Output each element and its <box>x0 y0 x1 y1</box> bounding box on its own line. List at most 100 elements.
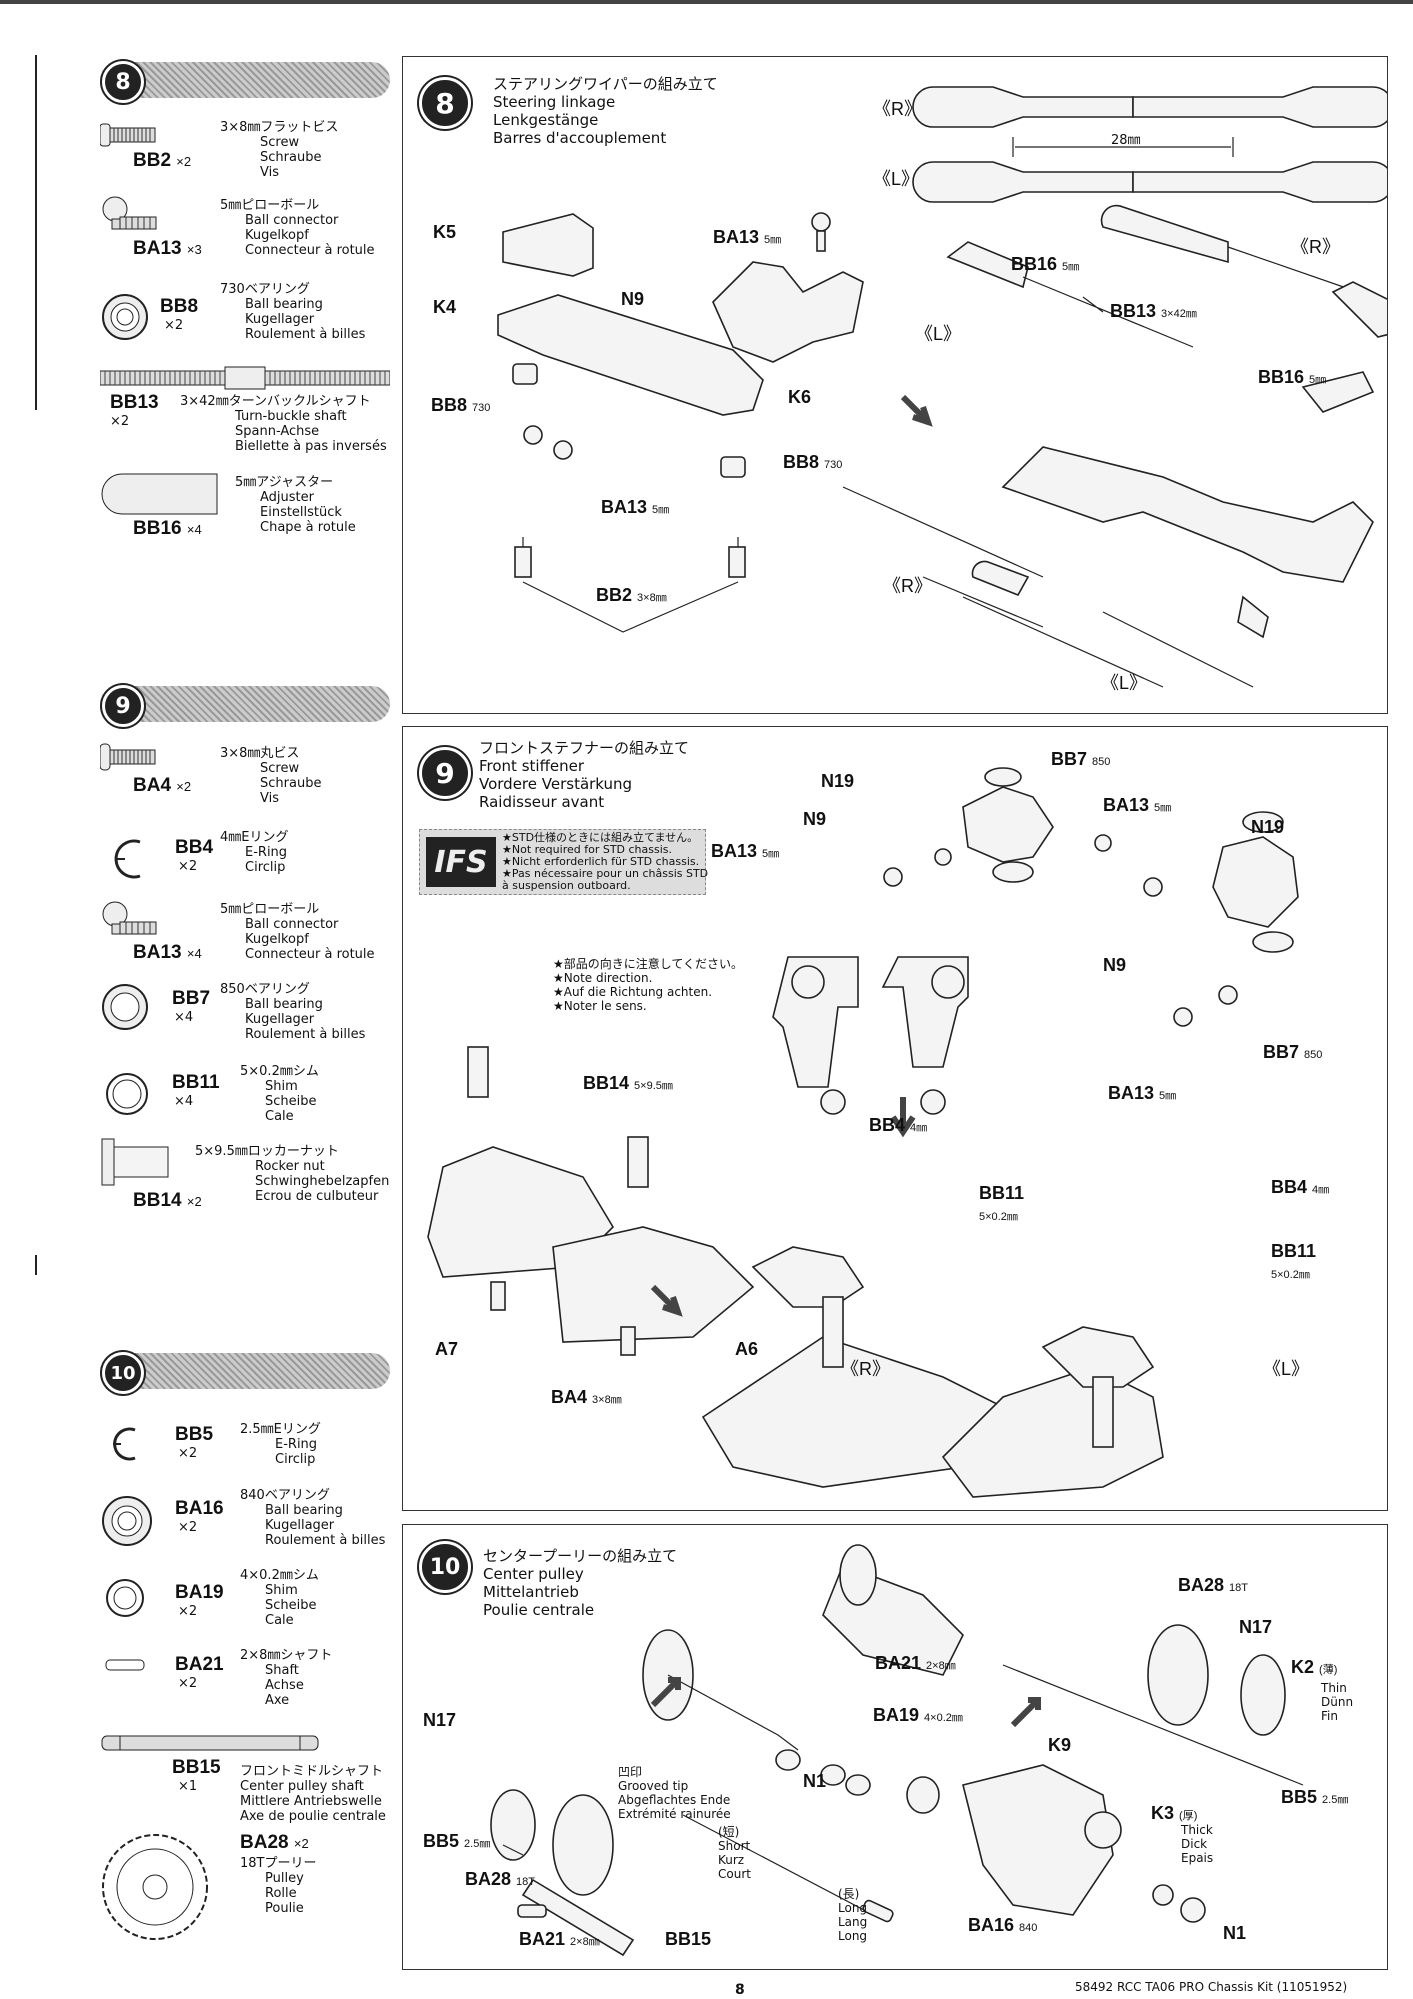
label-r-lower: 《R》 <box>883 576 932 596</box>
label-a7: A7 <box>435 1339 459 1359</box>
label-l: 《L》 <box>1263 1359 1310 1379</box>
step10-parts-number: 10 <box>102 1352 144 1394</box>
label-a6: A6 <box>735 1339 759 1359</box>
step9-number: 9 <box>419 747 471 799</box>
part-code-bb4: BB4 <box>175 837 214 858</box>
part-qty-ba16: ×2 <box>178 1520 198 1535</box>
label-n17-left: N17 <box>423 1710 457 1730</box>
label-l-gauge: 《L》 <box>873 169 920 189</box>
part-qty-bb11: ×4 <box>174 1094 194 1109</box>
part-code-bb14: BB14 ×2 <box>133 1190 202 1211</box>
bearing-icon <box>102 1496 152 1546</box>
shaft-icon <box>105 1659 145 1671</box>
label-n9-top: N9 <box>803 809 827 829</box>
screw-icon <box>100 123 156 147</box>
step10-diagram <box>490 1544 1304 1957</box>
page-number: 8 <box>735 1982 745 1998</box>
ifs-logo: IFS <box>426 837 496 887</box>
label-l-lower: 《L》 <box>1101 673 1148 693</box>
ball-connector-icon <box>102 196 157 230</box>
part-qty-bb15: ×1 <box>178 1779 198 1794</box>
part-code-ba13: BA13 ×4 <box>133 942 202 963</box>
page-top-border <box>0 0 1413 4</box>
label-ba28-left: BA28 18T <box>465 1869 536 1889</box>
part-code-bb13: BB13 <box>110 392 159 413</box>
label-bb15: BB15 <box>665 1929 712 1949</box>
label-ba28-top: BA28 18T <box>1178 1575 1249 1595</box>
label-k4: K4 <box>433 297 457 317</box>
label-bb5-right: BB5 2.5㎜ <box>1281 1787 1349 1807</box>
label-n1-bottom: N1 <box>1223 1923 1247 1943</box>
step9-diagram <box>427 767 1299 1498</box>
part-code-bb11: BB11 <box>172 1072 220 1093</box>
part-code-ba16: BA16 <box>175 1498 224 1519</box>
label-l-upper: 《L》 <box>915 324 962 344</box>
label-ba19: BA19 4×0.2㎜ <box>873 1705 963 1725</box>
rocker-nut-icon <box>101 1138 169 1186</box>
part-code-ba4: BA4 ×2 <box>133 775 192 796</box>
label-ba16: BA16 840 <box>968 1915 1038 1935</box>
step8-number: 8 <box>419 77 471 129</box>
part-code-bb2: BB2 ×2 <box>133 150 192 171</box>
label-n19-right: N19 <box>1251 817 1285 837</box>
label-k6: K6 <box>788 387 812 407</box>
label-bb8-right: BB8 730 <box>783 452 843 472</box>
e-ring-icon <box>113 1427 136 1461</box>
dimension-28mm: 28㎜ <box>1111 133 1141 148</box>
part-qty-ba19: ×2 <box>178 1604 198 1619</box>
label-bb7-top: BB7 850 <box>1051 749 1111 769</box>
label-ba13-bottom: BA13 5㎜ <box>1108 1083 1177 1103</box>
label-bb4-left: BB4 4㎜ <box>869 1115 928 1135</box>
ifs-note-box: IFS ★STD仕様のときには組み立てません。★Not required for… <box>419 829 708 895</box>
part-code-ba21: BA21 <box>175 1654 224 1675</box>
label-n9-right: N9 <box>1103 955 1127 975</box>
label-bb4-right: BB4 4㎜ <box>1271 1177 1330 1197</box>
label-n9: N9 <box>621 289 645 309</box>
label-k9: K9 <box>1048 1735 1072 1755</box>
binding-mark <box>35 1255 37 1275</box>
label-bb13: BB13 3×42㎜ <box>1110 301 1197 321</box>
ball-connector-icon <box>102 901 157 935</box>
label-bb5-left: BB5 2.5㎜ <box>423 1831 491 1851</box>
turnbuckle-shaft-icon <box>100 366 390 390</box>
label-ba21-top: BA21 2×8㎜ <box>875 1653 956 1673</box>
shim-icon <box>106 1579 144 1617</box>
part-code-ba28: BA28 ×2 <box>240 1832 309 1853</box>
label-r: 《R》 <box>841 1359 890 1379</box>
label-bb2: BB2 3×8㎜ <box>596 585 667 605</box>
label-k2: K2 (薄) <box>1291 1657 1338 1677</box>
direction-note: ★部品の向きに注意してください。★Note direction.★Auf die… <box>553 957 744 1013</box>
screw-icon <box>100 743 156 771</box>
label-bb14: BB14 5×9.5㎜ <box>583 1073 673 1093</box>
label-r-gauge: 《R》 <box>873 99 922 119</box>
step10-parts-banner: 10 <box>100 1352 390 1394</box>
label-n1-top: N1 <box>803 1771 827 1791</box>
part-qty-bb8: ×2 <box>164 318 184 333</box>
step8-parts-number: 8 <box>102 61 144 103</box>
binding-mark <box>35 55 37 410</box>
part-code-bb8: BB8 <box>160 296 199 317</box>
